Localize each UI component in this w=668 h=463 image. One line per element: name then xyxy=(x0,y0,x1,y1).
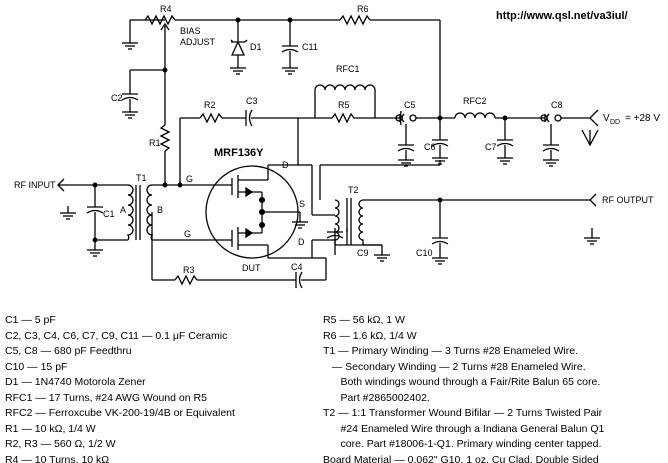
label-r6: R6 xyxy=(357,4,369,14)
c2-capacitor xyxy=(121,93,139,101)
source-url[interactable]: http://www.qsl.net/va3iul/ xyxy=(496,10,628,22)
label-mrf136y: MRF136Y xyxy=(214,147,264,159)
parts-line: C10 — 15 pF xyxy=(5,360,68,373)
parts-line: Both windings wound through a Fair/Rite … xyxy=(323,376,601,388)
parts-line: R2, R3 — 560 Ω, 1/2 W xyxy=(5,438,116,450)
rf-output-arrow xyxy=(589,193,597,207)
c6-capacitor xyxy=(431,139,449,147)
label-rfc1: RFC1 xyxy=(336,64,360,74)
label-rfc2: RFC2 xyxy=(463,96,487,106)
parts-line: RFC2 — Ferroxcube VK-200-19/4B or Equiva… xyxy=(5,407,235,419)
parts-line: — Secondary Winding — 2 Turns #28 Enamel… xyxy=(323,360,586,373)
label-c2: C2 xyxy=(111,93,123,103)
label-rf-input: RF INPUT xyxy=(14,180,56,190)
label-g-bottom: G xyxy=(184,229,191,239)
r5-resistor xyxy=(315,112,375,124)
label-c7: C7 xyxy=(485,142,497,152)
label-c1: C1 xyxy=(103,209,115,219)
parts-line: Part #2865002402. xyxy=(323,391,430,404)
r2-resistor xyxy=(199,112,223,124)
c11-capacitor xyxy=(281,45,299,53)
label-bias: BIAS xyxy=(180,26,201,36)
vdd-terminal-arrow xyxy=(589,109,599,127)
label-vdd-value: = +28 V xyxy=(625,113,660,124)
rf-input-arrow xyxy=(57,178,65,192)
r6-resistor xyxy=(339,14,371,26)
label-r5: R5 xyxy=(338,100,350,110)
parts-line: core. Part #18006-1-Q1. Primary winding … xyxy=(323,438,602,450)
c10-capacitor xyxy=(431,237,449,245)
label-s: S xyxy=(299,199,305,209)
parts-line: R4 — 10 Turns, 10 kΩ xyxy=(5,453,110,463)
label-c4: C4 xyxy=(291,262,303,272)
parts-line: C1 — 5 pF xyxy=(5,314,56,326)
parts-line: C2, C3, C4, C6, C7, C9, C11 — 0.1 μF Cer… xyxy=(5,329,228,342)
label-c10: C10 xyxy=(416,248,433,258)
r3-resistor xyxy=(174,274,198,286)
d1-zener-diode xyxy=(230,39,248,56)
label-a: A xyxy=(120,205,126,215)
r1-resistor xyxy=(159,124,171,152)
label-vdd-subscript: DD xyxy=(610,119,620,126)
parts-line: R1 — 10 kΩ, 1/4 W xyxy=(5,422,96,435)
parts-list-left: C1 — 5 pF C2, C3, C4, C6, C7, C9, C11 — … xyxy=(5,313,235,463)
parts-line: #24 Enameled Wire through a Indiana Gene… xyxy=(323,422,605,435)
r4-potentiometer xyxy=(144,14,176,26)
rfc1-inductor xyxy=(314,84,376,91)
label-r4: R4 xyxy=(160,4,172,14)
parts-line: RFC1 — 17 Turns, #24 AWG Wound on R5 xyxy=(5,391,207,404)
ground-symbol-r4 xyxy=(122,42,138,50)
c4-capacitor xyxy=(295,271,303,289)
c1-capacitor xyxy=(86,206,104,214)
c3-capacitor xyxy=(245,109,253,127)
label-c5: C5 xyxy=(404,100,416,110)
t1-primary-coil xyxy=(126,184,134,241)
parts-line: C5, C8 — 680 pF Feedthru xyxy=(5,345,132,357)
r4-wiper-arrow xyxy=(160,22,170,42)
t1-secondary-coil xyxy=(146,184,154,241)
parts-line: R5 — 56 kΩ, 1 W xyxy=(323,314,405,326)
label-c8: C8 xyxy=(551,100,563,110)
label-d-top: D xyxy=(282,160,289,170)
label-dut: DUT xyxy=(242,263,261,273)
c7-capacitor xyxy=(496,139,514,147)
label-g-top: G xyxy=(186,174,193,184)
label-d-bottom: D xyxy=(298,237,305,247)
label-r3: R3 xyxy=(183,265,195,275)
parts-line: T1 — Primary Winding — 3 Turns #28 Ename… xyxy=(323,345,579,357)
label-r1: R1 xyxy=(149,138,161,148)
label-rf-output: RF OUTPUT xyxy=(602,195,654,205)
parts-line: T2 — 1:1 Transformer Wound Bifilar — 2 T… xyxy=(323,407,603,419)
label-c6: C6 xyxy=(424,142,436,152)
t2-secondary-coil xyxy=(358,199,364,245)
label-adjust: ADJUST xyxy=(180,37,216,47)
label-c9: C9 xyxy=(357,248,369,258)
parts-line: D1 — 1N4740 Motorola Zener xyxy=(5,376,146,388)
parts-line: R6 — 1.6 kΩ, 1/4 W xyxy=(323,329,417,342)
label-t1: T1 xyxy=(136,173,147,183)
label-r2: R2 xyxy=(204,100,216,110)
label-b: B xyxy=(157,205,163,215)
label-c3: C3 xyxy=(246,96,258,106)
parts-list-right: R5 — 56 kΩ, 1 W R6 — 1.6 kΩ, 1/4 W T1 — … xyxy=(323,313,604,463)
rfc2-inductor xyxy=(454,112,496,119)
t2-primary-coil xyxy=(334,199,340,245)
label-t2: T2 xyxy=(348,185,359,195)
label-d1: D1 xyxy=(250,42,262,52)
label-c11: C11 xyxy=(302,42,318,52)
parts-line: Board Material — 0.062" G10, 1 oz. Cu Cl… xyxy=(323,453,599,463)
label-vdd: V xyxy=(603,113,610,124)
c9-capacitor xyxy=(326,231,344,239)
